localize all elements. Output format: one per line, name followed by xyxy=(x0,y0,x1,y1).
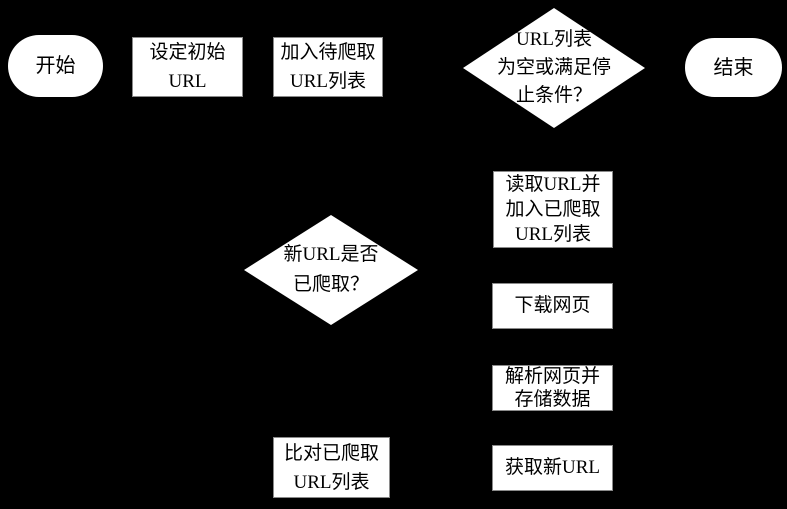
node-download-page-label: 下载网页 xyxy=(514,295,591,316)
node-parse-page-store-data: 解析网页并 存储数据 xyxy=(492,365,613,411)
node-add-pending-url-list: 加入待爬取 URL列表 xyxy=(273,37,383,97)
node-end: 结束 xyxy=(685,38,782,97)
node-start-label: 开始 xyxy=(35,55,76,77)
node-get-new-url: 获取新URL xyxy=(492,445,613,491)
node-read-url-add-crawled-list: 读取URL并 加入已爬取 URL列表 xyxy=(493,171,613,248)
node-check-stop-condition-label: URL列表 为空或满足停 止条件？ xyxy=(496,29,611,106)
node-set-initial-url: 设定初始 URL xyxy=(132,37,243,97)
node-download-page: 下载网页 xyxy=(492,283,613,329)
node-set-initial-url-label: 设定初始 URL xyxy=(149,42,226,92)
node-read-url-add-crawled-list-label: 读取URL并 加入已爬取 URL列表 xyxy=(505,174,601,245)
node-compare-crawled-url-list-label: 比对已爬取 URL列表 xyxy=(283,442,379,493)
node-add-pending-url-list-label: 加入待爬取 URL列表 xyxy=(280,42,376,92)
node-end-label: 结束 xyxy=(713,56,754,79)
node-get-new-url-label: 获取新URL xyxy=(504,457,600,478)
node-start: 开始 xyxy=(8,35,103,97)
node-check-new-url-crawled: 新URL是否 已爬取？ xyxy=(244,215,418,325)
node-parse-page-store-data-label: 解析网页并 存储数据 xyxy=(504,366,600,410)
node-check-stop-condition: URL列表 为空或满足停 止条件？ xyxy=(463,8,645,128)
node-compare-crawled-url-list: 比对已爬取 URL列表 xyxy=(273,437,390,498)
node-check-new-url-crawled-label: 新URL是否 已爬取？ xyxy=(283,244,379,295)
